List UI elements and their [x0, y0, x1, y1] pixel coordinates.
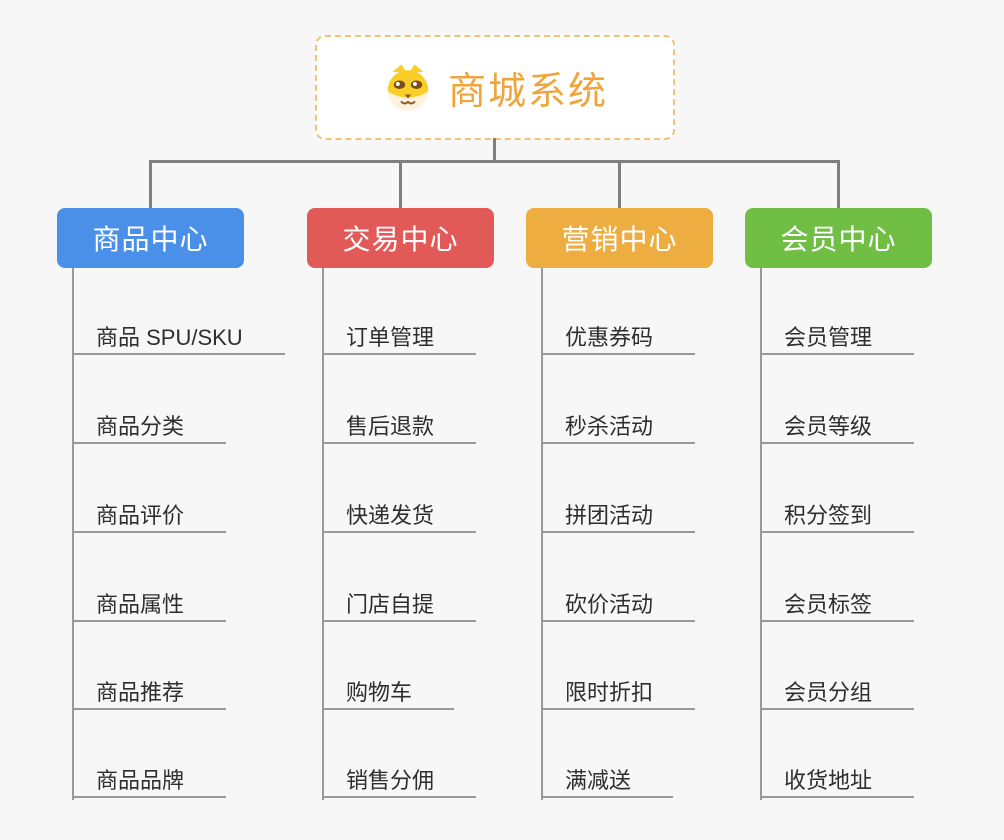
leaf-topic[interactable]: 砍价活动: [541, 589, 696, 622]
leaf-topic[interactable]: 限时折扣: [541, 677, 696, 710]
leaf-topic[interactable]: 销售分佣: [322, 765, 477, 798]
leaf-topic[interactable]: 秒杀活动: [541, 411, 696, 444]
leaf-topic[interactable]: 会员分组: [760, 677, 915, 710]
root-topic-label: 商城系统: [447, 71, 608, 113]
root-topic[interactable]: 商城系统: [315, 35, 675, 140]
leaf-topic[interactable]: 优惠券码: [541, 322, 696, 355]
leaf-topic[interactable]: 收货地址: [760, 765, 915, 798]
leaf-topic[interactable]: 商品推荐: [72, 677, 227, 710]
drop-line-marketing: [618, 163, 621, 208]
spine-line-products: [72, 268, 74, 800]
leaf-topic[interactable]: 商品分类: [72, 411, 227, 444]
leaf-topic[interactable]: 满减送: [541, 765, 674, 798]
branch-node-marketing[interactable]: 营销中心: [526, 208, 713, 268]
root-stem-line: [493, 138, 496, 162]
drop-line-members: [837, 163, 840, 208]
leaf-topic[interactable]: 购物车: [322, 677, 455, 710]
drop-line-trade: [399, 163, 402, 208]
leaf-topic[interactable]: 商品属性: [72, 589, 227, 622]
leaf-topic[interactable]: 售后退款: [322, 411, 477, 444]
leaf-topic[interactable]: 会员等级: [760, 411, 915, 444]
leaf-topic[interactable]: 会员标签: [760, 589, 915, 622]
branch-node-trade[interactable]: 交易中心: [307, 208, 494, 268]
branch-bus-line: [149, 160, 840, 163]
shiba-dog-icon: [382, 62, 434, 114]
leaf-topic[interactable]: 积分签到: [760, 500, 915, 533]
leaf-topic[interactable]: 商品评价: [72, 500, 227, 533]
leaf-topic[interactable]: 商品品牌: [72, 765, 227, 798]
spine-line-marketing: [541, 268, 543, 800]
leaf-topic[interactable]: 商品 SPU/SKU: [72, 322, 285, 355]
drop-line-products: [149, 163, 152, 208]
leaf-topic[interactable]: 订单管理: [322, 322, 477, 355]
spine-line-trade: [322, 268, 324, 800]
leaf-topic[interactable]: 会员管理: [760, 322, 915, 355]
leaf-topic[interactable]: 快递发货: [322, 500, 477, 533]
leaf-topic[interactable]: 门店自提: [322, 589, 477, 622]
branch-node-products[interactable]: 商品中心: [57, 208, 244, 268]
leaf-topic[interactable]: 拼团活动: [541, 500, 696, 533]
spine-line-members: [760, 268, 762, 800]
branch-node-members[interactable]: 会员中心: [745, 208, 932, 268]
